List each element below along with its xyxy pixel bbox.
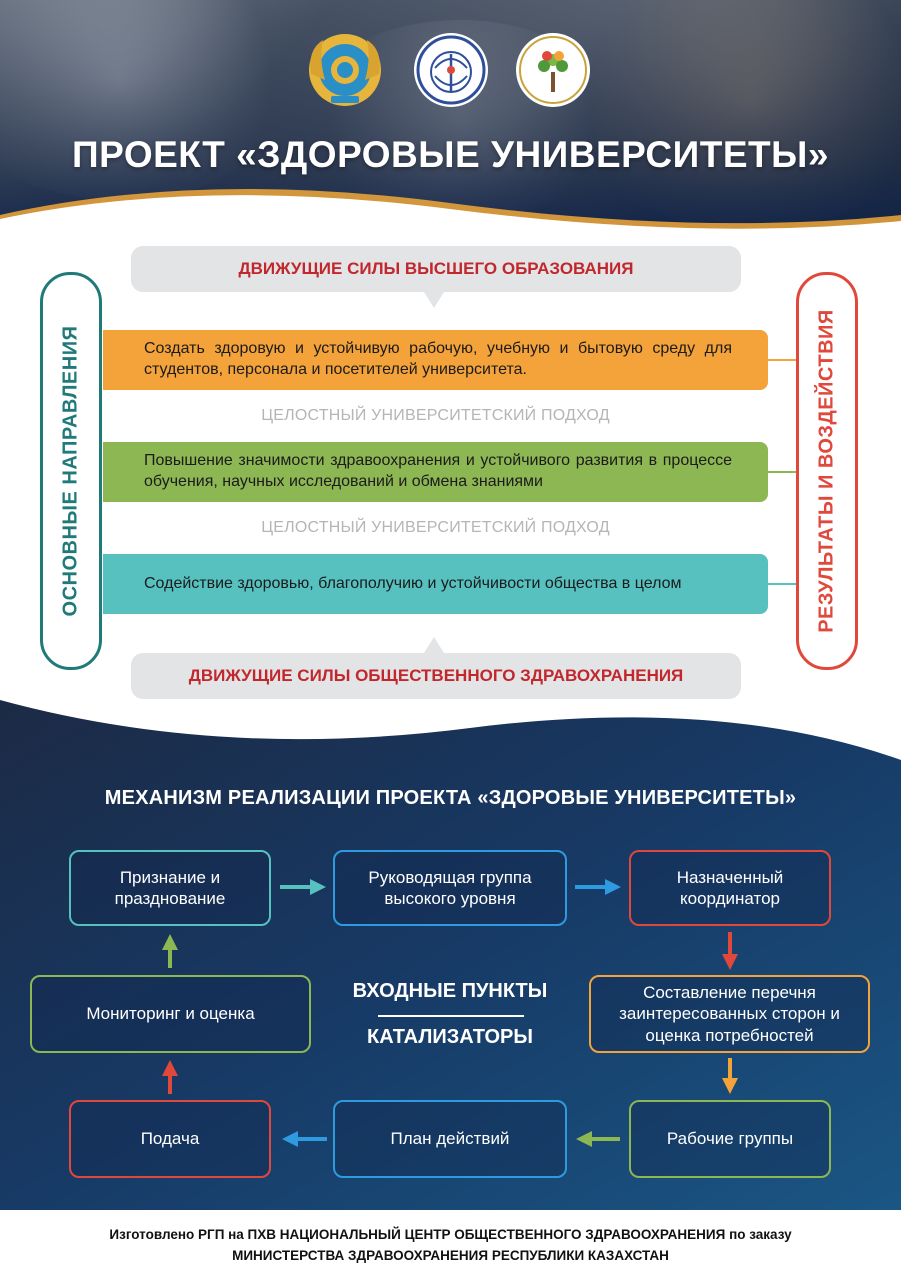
step-monitoring: Мониторинг и оценка xyxy=(30,975,311,1053)
step-recognition: Признание и празднование xyxy=(69,850,271,926)
footer-line-1: Изготовлено РГП на ПХВ НАЦИОНАЛЬНЫЙ ЦЕНТ… xyxy=(109,1227,792,1242)
step-steering-group: Руководящая группа высокого уровня xyxy=(333,850,567,926)
entry-points-label: ВХОДНЫЕ ПУНКТЫ xyxy=(352,980,548,1002)
step-steering-group-label: Руководящая группа высокого уровня xyxy=(368,867,532,908)
page-title: ПРОЕКТ «ЗДОРОВЫЕ УНИВЕРСИТЕТЫ» xyxy=(72,134,829,175)
direction-2-text: Повышение значимости здравоохранения и у… xyxy=(144,452,732,490)
step-coordinator-label: Назначенный координатор xyxy=(676,867,784,908)
step-action-plan-label: План действий xyxy=(390,1129,510,1149)
approach-label: ЦЕЛОСТНЫЙ УНИВЕРСИТЕТСКИЙ ПОДХОД xyxy=(261,407,610,424)
emblem-kazakhstan-logo xyxy=(309,34,381,106)
deni-sau-olt-logo xyxy=(414,33,488,107)
step-stakeholder-mapping: Составление перечня заинтересованных сто… xyxy=(589,975,870,1053)
step-working-groups-label: Рабочие группы xyxy=(666,1129,794,1149)
results-label-box: РЕЗУЛЬТАТЫ И ВОЗДЕЙСТВИЯ xyxy=(796,272,858,670)
direction-2: Повышение значимости здравоохранения и у… xyxy=(103,442,768,502)
footer-line-2: МИНИСТЕРСТВА ЗДРАВООХРАНЕНИЯ РЕСПУБЛИКИ … xyxy=(232,1247,669,1263)
direction-1: Создать здоровую и устойчивую рабочую, у… xyxy=(103,330,768,390)
mechanism-background xyxy=(0,700,901,1210)
public-health-drivers: ДВИЖУЩИЕ СИЛЫ ОБЩЕСТВЕННОГО ЗДРАВОХРАНЕН… xyxy=(131,653,741,699)
mechanism-title: МЕХАНИЗМ РЕАЛИЗАЦИИ ПРОЕКТА «ЗДОРОВЫЕ УН… xyxy=(104,787,797,809)
step-working-groups: Рабочие группы xyxy=(629,1100,831,1178)
step-submission: Подача xyxy=(69,1100,271,1178)
connector-line xyxy=(768,359,796,361)
step-coordinator: Назначенный координатор xyxy=(629,850,831,926)
pointer-down xyxy=(424,292,444,308)
connector-line xyxy=(768,583,796,585)
direction-3-text: Содействие здоровью, благополучию и усто… xyxy=(144,574,682,592)
direction-3: Содействие здоровью, благополучию и усто… xyxy=(103,554,768,614)
step-recognition-label: Признание и празднование xyxy=(114,867,226,908)
center-divider xyxy=(378,1015,524,1017)
step-submission-label: Подача xyxy=(140,1129,200,1149)
header-wave xyxy=(0,189,901,250)
connector-line xyxy=(768,471,796,473)
healthy-lifestyle-center-logo xyxy=(516,33,590,107)
pointer-up xyxy=(424,637,444,653)
approach-label: ЦЕЛОСТНЫЙ УНИВЕРСИТЕТСКИЙ ПОДХОД xyxy=(261,519,610,536)
higher-education-drivers: ДВИЖУЩИЕ СИЛЫ ВЫСШЕГО ОБРАЗОВАНИЯ xyxy=(131,246,741,292)
step-stakeholder-mapping-label: Составление перечня заинтересованных сто… xyxy=(619,983,840,1045)
step-monitoring-label: Мониторинг и оценка xyxy=(86,1004,255,1024)
step-action-plan: План действий xyxy=(333,1100,567,1178)
main-directions-label: ОСНОВНЫЕ НАПРАВЛЕНИЯ xyxy=(59,325,82,617)
footer: Изготовлено РГП на ПХВ НАЦИОНАЛЬНЫЙ ЦЕНТ… xyxy=(0,1210,901,1280)
results-label: РЕЗУЛЬТАТЫ И ВОЗДЕЙСТВИЯ xyxy=(815,309,838,633)
direction-1-text: Создать здоровую и устойчивую рабочую, у… xyxy=(144,340,732,378)
main-directions-label-box: ОСНОВНЫЕ НАПРАВЛЕНИЯ xyxy=(40,272,102,670)
logo-row xyxy=(0,30,901,110)
catalysts-label: КАТАЛИЗАТОРЫ xyxy=(367,1026,533,1048)
